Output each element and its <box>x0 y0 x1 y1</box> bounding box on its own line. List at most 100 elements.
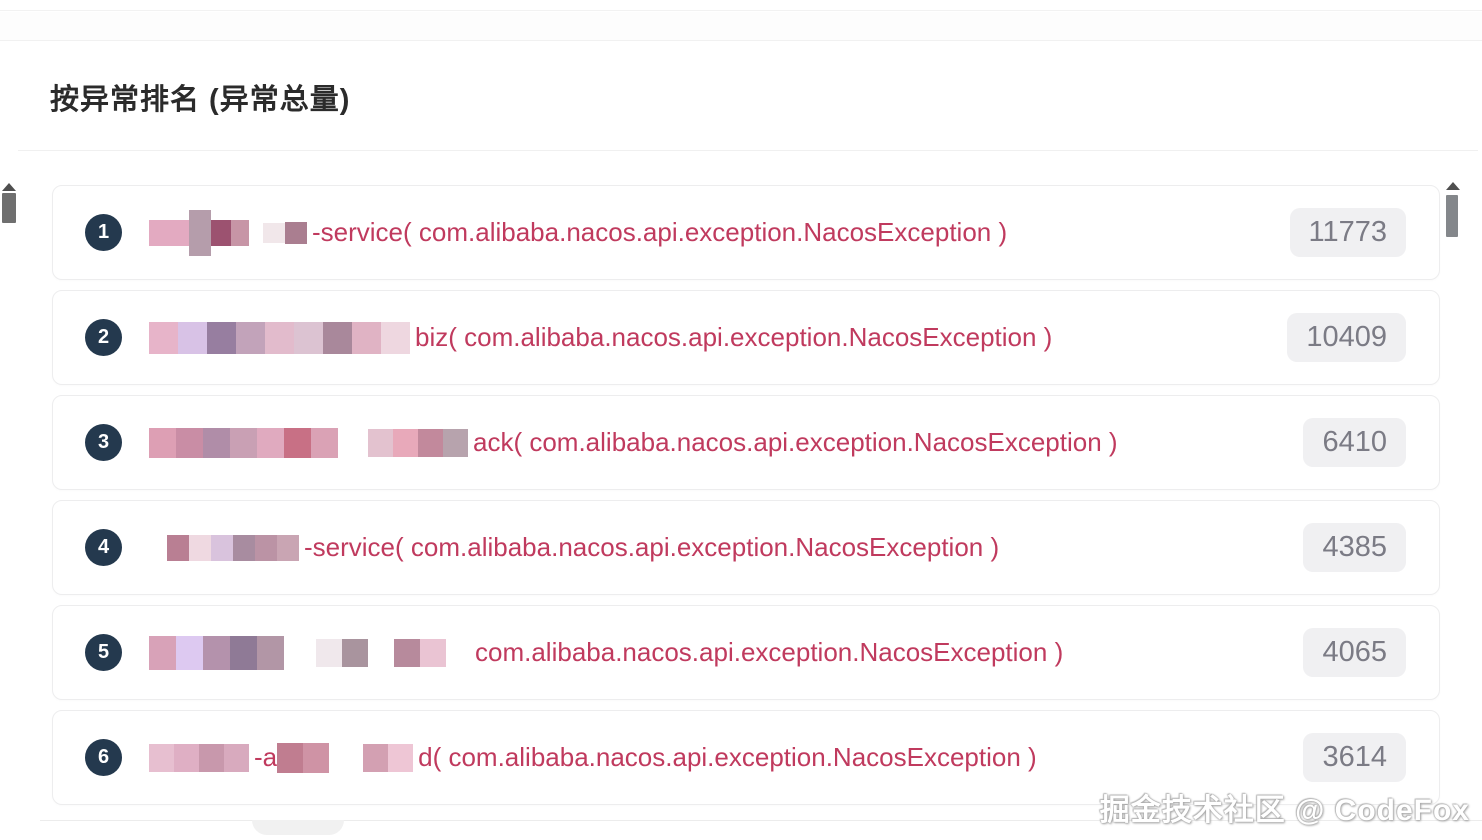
scroll-up-arrow-icon[interactable] <box>2 183 16 191</box>
redacted-mosaic <box>149 743 249 772</box>
row-content: biz( com.alibaba.nacos.api.exception.Nac… <box>149 321 1267 354</box>
mosaic-block <box>311 427 338 458</box>
mosaic-block <box>388 743 414 772</box>
redacted-mosaic <box>167 534 299 561</box>
mosaic-block <box>257 635 284 670</box>
row-content: -service( com.alibaba.nacos.api.exceptio… <box>149 532 1283 563</box>
top-divider <box>0 0 1482 11</box>
mosaic-block <box>363 743 389 772</box>
mosaic-block <box>323 321 352 354</box>
section-separator-band <box>0 12 1482 41</box>
mosaic-block <box>203 427 230 458</box>
mosaic-block <box>255 534 277 561</box>
list-item[interactable]: 2 biz( com.alibaba.nacos.api.exception.N… <box>52 290 1440 385</box>
mosaic-block <box>342 638 368 667</box>
count-badge: 3614 <box>1303 733 1406 782</box>
exception-label: ack( com.alibaba.nacos.api.exception.Nac… <box>473 427 1118 457</box>
mosaic-block <box>285 221 307 244</box>
list-item[interactable]: 3 ack( com.alibaba.nacos.api.exception.N… <box>52 395 1440 490</box>
redacted-mosaic <box>368 428 468 457</box>
mosaic-block <box>224 743 249 772</box>
mosaic-block <box>207 321 236 354</box>
mosaic-block <box>189 534 211 561</box>
row-content: -service( com.alibaba.nacos.api.exceptio… <box>149 209 1270 256</box>
redaction-gap <box>368 652 394 653</box>
redacted-mosaic <box>149 427 338 458</box>
redaction-gap <box>249 232 263 233</box>
exception-label: -service( com.alibaba.nacos.api.exceptio… <box>304 532 1000 562</box>
mosaic-block <box>277 742 304 773</box>
row-content: -a d( com.alibaba.nacos.api.exception.Nac… <box>149 742 1283 773</box>
redaction-gap <box>284 652 316 653</box>
redaction-gap <box>338 442 368 443</box>
mosaic-block <box>294 321 323 354</box>
mosaic-block <box>233 534 255 561</box>
redaction-gap <box>446 652 470 653</box>
mosaic-block <box>149 635 176 670</box>
panel-header: 按异常排名 (异常总量) <box>0 42 1482 150</box>
left-scrollbar[interactable] <box>0 178 18 298</box>
mosaic-block <box>265 321 294 354</box>
list-item[interactable]: 5 com.alibaba.nacos.api.exception.NacosE… <box>52 605 1440 700</box>
redacted-mosaic <box>149 635 284 670</box>
exception-label: d( com.alibaba.nacos.api.exception.Nacos… <box>418 742 1037 772</box>
redacted-mosaic <box>263 221 307 244</box>
exception-label: com.alibaba.nacos.api.exception.NacosExc… <box>475 637 1064 667</box>
right-scrollbar-thumb[interactable] <box>1446 195 1458 237</box>
list-item[interactable]: 6 -a d( com.alibaba.nacos.api.exception.N… <box>52 710 1440 805</box>
rank-badge: 6 <box>85 739 122 776</box>
mosaic-block <box>231 219 249 246</box>
count-badge: 10409 <box>1287 313 1406 362</box>
mosaic-block <box>176 427 203 458</box>
redacted-mosaic <box>149 321 410 354</box>
count-badge: 6410 <box>1303 418 1406 467</box>
mosaic-block <box>149 427 176 458</box>
rank-badge: 4 <box>85 529 122 566</box>
mosaic-block <box>352 321 381 354</box>
mosaic-block <box>174 743 199 772</box>
mosaic-block <box>393 428 418 457</box>
mosaic-block <box>189 209 211 256</box>
mosaic-block <box>420 638 446 667</box>
mosaic-block <box>149 219 189 246</box>
mosaic-block <box>284 427 311 458</box>
count-badge: 4065 <box>1303 628 1406 677</box>
mosaic-block <box>178 321 207 354</box>
header-divider <box>18 150 1478 151</box>
mosaic-block <box>230 635 257 670</box>
mosaic-block <box>149 743 174 772</box>
right-scrollbar[interactable] <box>1444 178 1462 298</box>
scroll-up-arrow-icon[interactable] <box>1446 182 1460 190</box>
partial-next-row-mosaic <box>252 820 344 835</box>
mosaic-block <box>418 428 443 457</box>
mosaic-block <box>230 427 257 458</box>
redaction-gap <box>149 547 167 548</box>
left-scrollbar-thumb[interactable] <box>2 193 16 223</box>
rank-badge: 3 <box>85 424 122 461</box>
mosaic-block <box>257 427 284 458</box>
mosaic-block <box>381 321 410 354</box>
rank-badge: 2 <box>85 319 122 356</box>
mosaic-block <box>203 635 230 670</box>
exception-list: 1 -service( com.alibaba.nacos.api.except… <box>0 150 1482 840</box>
mosaic-block <box>263 222 285 243</box>
redacted-mosaic <box>394 638 446 667</box>
list-item[interactable]: 4 -service( com.alibaba.nacos.api.except… <box>52 500 1440 595</box>
mosaic-block <box>199 743 224 772</box>
page-title: 按异常排名 (异常总量) <box>50 84 351 116</box>
mosaic-block <box>236 321 265 354</box>
redacted-mosaic <box>277 742 330 773</box>
list-bottom-divider <box>40 820 1482 821</box>
exception-label: -a <box>254 742 278 772</box>
rank-badge: 5 <box>85 634 122 671</box>
redacted-mosaic <box>149 209 249 256</box>
list-item[interactable]: 1 -service( com.alibaba.nacos.api.except… <box>52 185 1440 280</box>
mosaic-block <box>211 219 231 246</box>
redaction-gap <box>329 757 363 758</box>
mosaic-block <box>176 635 203 670</box>
mosaic-block <box>277 534 299 561</box>
rank-badge: 1 <box>85 214 122 251</box>
mosaic-block <box>149 321 178 354</box>
mosaic-block <box>368 428 393 457</box>
